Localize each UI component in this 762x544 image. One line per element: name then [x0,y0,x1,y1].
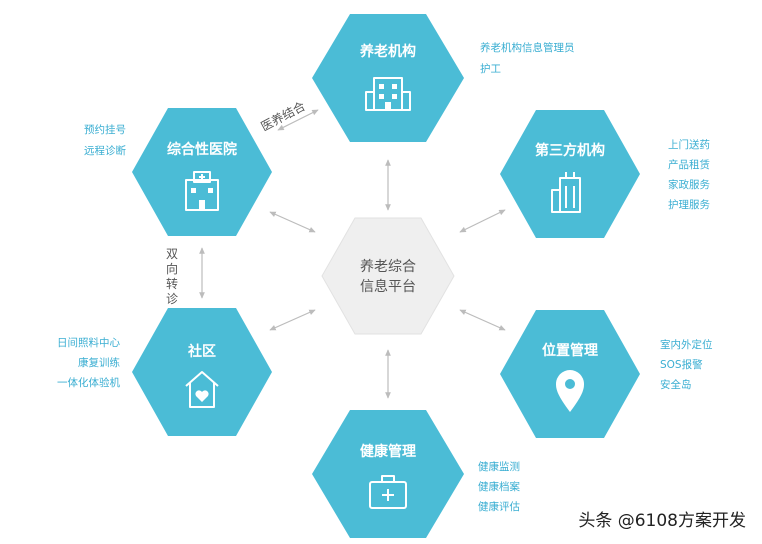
arrow-center-community [269,309,316,331]
thirdparty-label-1: 产品租赁 [668,158,710,171]
community-label-2: 一体化体验机 [57,376,120,389]
referral-char: 转 [166,276,178,291]
thirdparty-label-3: 护理服务 [668,198,710,211]
referral-char: 双 [166,247,178,261]
skyscraper-icon [551,172,581,213]
building-icon [365,77,411,111]
eldercare-label-0: 养老机构信息管理员 [480,41,575,54]
hospital-label-0: 预约挂号 [84,123,126,136]
thirdparty-label-0: 上门送药 [668,138,710,151]
medical-care-label: 医养结合 [258,98,307,134]
health-hexagon [312,410,464,538]
arrow-hospital-eldercare [277,109,319,131]
medical-kit-icon [369,475,407,509]
node-location: 位置管理 室内外定位 SOS报警 安全岛 [500,310,713,438]
referral-char: 诊 [166,292,178,306]
hospital-icon [185,171,219,211]
eldercare-label-1: 护工 [480,62,501,75]
thirdparty-hexagon [500,110,640,238]
node-thirdparty: 第三方机构 上门送药 产品租赁 家政服务 护理服务 [500,110,710,238]
location-label-2: 安全岛 [660,378,692,391]
arrow-center-hospital [269,211,316,233]
community-label-0: 日间照料中心 [57,336,120,349]
location-label-0: 室内外定位 [660,338,713,351]
connectors [199,109,506,399]
referral-label: 双 向 转 诊 [166,247,178,306]
health-label-1: 健康档案 [478,480,520,493]
referral-char: 向 [166,261,178,276]
center-platform-node: 养老综合 信息平台 [321,217,455,335]
community-label-1: 康复训练 [78,356,120,369]
thirdparty-label-2: 家政服务 [668,178,710,191]
hospital-title: 综合性医院 [167,141,237,158]
node-health: 健康管理 健康监测 健康档案 健康评估 [312,410,520,538]
health-label-0: 健康监测 [478,460,520,473]
health-label-2: 健康评估 [478,500,520,513]
node-hospital: 综合性医院 预约挂号 远程诊断 [84,108,272,236]
home-heart-icon [185,371,219,408]
center-line2: 信息平台 [360,278,416,295]
hospital-label-1: 远程诊断 [84,144,126,157]
thirdparty-title: 第三方机构 [535,142,605,159]
health-title: 健康管理 [360,443,416,460]
center-hexagon [321,217,455,335]
node-eldercare: 养老机构 养老机构信息管理员 护工 [312,14,575,142]
arrow-center-thirdparty [459,209,506,233]
watermark: 头条 @6108方案开发 [578,511,746,531]
node-community: 社区 日间照料中心 康复训练 一体化体验机 [57,308,272,436]
location-label-1: SOS报警 [660,358,703,371]
center-line1: 养老综合 [360,259,416,275]
community-title: 社区 [187,343,216,360]
arrow-center-location [459,309,506,331]
location-pin-icon [556,370,584,412]
location-title: 位置管理 [542,342,598,359]
eldercare-title: 养老机构 [359,43,416,60]
